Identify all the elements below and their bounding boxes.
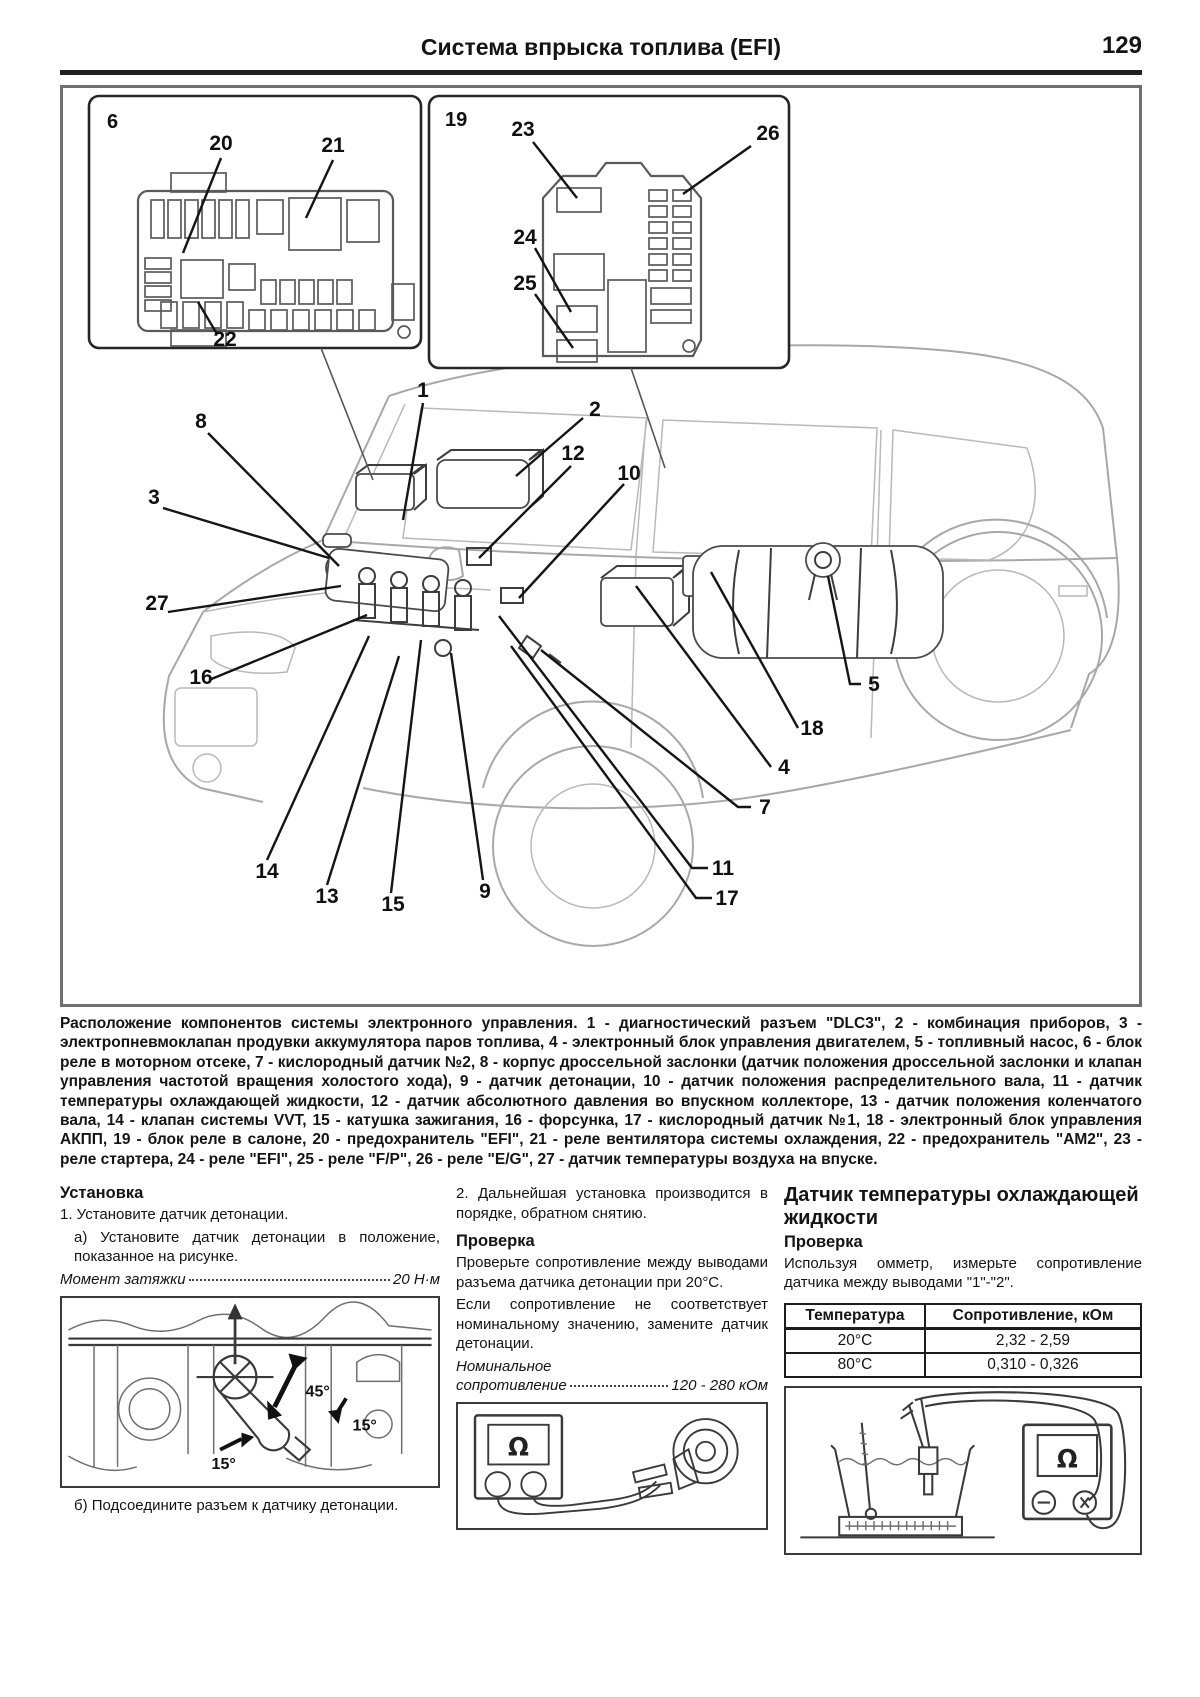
callout-13: 13 [315, 885, 338, 908]
inset-label-6: 6 [107, 111, 118, 133]
component-location-diagram: 1 2 12 10 8 3 27 16 14 13 15 9 11 17 7 4… [60, 85, 1142, 1007]
inset-label-19: 19 [445, 109, 467, 131]
torque-value: 20 Н·м [393, 1270, 440, 1288]
resistance-spec-value: 120 - 280 кОм [671, 1376, 768, 1394]
check-p1: Проверьте сопротивление между выводами р… [456, 1254, 768, 1291]
torque-label: Момент затяжки [60, 1270, 186, 1288]
manual-page: Система впрыска топлива (EFI) 129 [60, 32, 1143, 1556]
col-header-resistance: Сопротивление, кОм [923, 1302, 1143, 1330]
coolant-subheading: Проверка [784, 1232, 863, 1251]
installation-step-b: б) Подсоедините разъем к датчику детонац… [74, 1496, 399, 1514]
engine-components [322, 448, 944, 664]
callout-17: 17 [715, 887, 738, 910]
callout-25: 25 [513, 272, 537, 295]
callout-24: 24 [513, 226, 537, 249]
page-number: 129 [1101, 32, 1142, 59]
water-bath-test-svg: Ω [800, 1390, 1127, 1538]
table-row: 80°С 0,310 - 0,326 [784, 1351, 1143, 1378]
callout-14: 14 [255, 860, 279, 883]
inset-cabin-relay-block: 19 [427, 94, 791, 370]
page-title: Система впрыска топлива (EFI) [420, 34, 782, 60]
callout-7: 7 [759, 796, 771, 819]
coolant-p1: Используя омметр, измерьте сопротивление… [784, 1254, 1142, 1292]
car-diagram-svg: 1 2 12 10 8 3 27 16 14 13 15 9 11 17 7 4… [87, 94, 1120, 947]
ohmmeter-knock-sensor-svg: Ω [473, 1413, 739, 1515]
callout-16: 16 [189, 666, 212, 689]
water-bath-test-figure: Ω [784, 1385, 1142, 1556]
knock-sensor-install-figure: 45° 15° 15° [60, 1295, 440, 1488]
cell-res-80: 0,310 - 0,326 [923, 1351, 1143, 1378]
inset-engine-relay-block: 6 [87, 94, 423, 351]
cell-temp-20: 20°С [784, 1327, 926, 1354]
ohm-symbol: Ω [508, 1432, 529, 1461]
column-coolant-sensor: Датчик температуры охлаждающей жидкости … [784, 1184, 1143, 1556]
table-row: 20°С 2,32 - 2,59 [784, 1327, 1143, 1354]
resistance-spec-label1: Номинальное [456, 1357, 552, 1375]
callout-8: 8 [195, 410, 207, 433]
installation-step1a: а) Установите датчик детонации в положен… [74, 1228, 440, 1266]
angle-15a-label: 15° [353, 1416, 377, 1434]
dotted-leader [569, 1384, 669, 1387]
torque-spec: Момент затяжки 20 Н·м [60, 1271, 440, 1288]
column-installation: Установка 1. Установите датчик детонации… [60, 1184, 440, 1555]
diagram-caption: Расположение компонентов системы электро… [60, 1015, 1142, 1168]
installation-heading: Установка [60, 1184, 144, 1202]
car-outline [162, 344, 1120, 947]
dotted-leader [188, 1278, 391, 1281]
page-header: Система впрыска топлива (EFI) 129 [60, 32, 1142, 75]
callout-20: 20 [209, 132, 232, 155]
callout-18: 18 [800, 717, 824, 740]
inset1-connector-line [320, 347, 374, 481]
callout-21: 21 [321, 134, 345, 157]
callout-3: 3 [148, 486, 160, 509]
col-header-temperature: Температура [784, 1302, 926, 1330]
knock-sensor-install-svg: 45° 15° 15° [68, 1300, 432, 1472]
callout-12: 12 [561, 442, 584, 465]
leader-lines [162, 402, 861, 900]
callout-5: 5 [868, 673, 880, 696]
callout-22: 22 [213, 328, 236, 351]
callout-26: 26 [756, 122, 779, 145]
table-header-row: Температура Сопротивление, кОм [784, 1302, 1143, 1330]
ohm-symbol: Ω [1057, 1443, 1078, 1472]
resistance-spec-label2: сопротивление [456, 1376, 567, 1394]
angle-45-label: 45° [306, 1382, 330, 1400]
check-p2: Если сопротивление не соответствует номи… [456, 1296, 768, 1352]
inset2-connector-line [630, 367, 666, 469]
check-heading: Проверка [456, 1232, 535, 1250]
callout-27: 27 [145, 592, 168, 615]
callout-1: 1 [417, 379, 429, 402]
callout-10: 10 [617, 462, 640, 485]
callout-23: 23 [511, 118, 534, 141]
coolant-heading: Датчик температуры охлаждающей жидкости [784, 1184, 1139, 1229]
angle-15b-label: 15° [212, 1454, 236, 1472]
cell-temp-80: 80°С [784, 1351, 926, 1378]
check-step2: 2. Дальнейшая установка производится в п… [456, 1185, 768, 1222]
column-check: 2. Дальнейшая установка производится в п… [456, 1184, 768, 1555]
ohmmeter-knock-sensor-figure: Ω [456, 1401, 768, 1531]
resistance-spec: сопротивление 120 - 280 кОм [456, 1377, 768, 1394]
coolant-resistance-table: Температура Сопротивление, кОм 20°С 2,32… [784, 1302, 1143, 1378]
callout-4: 4 [778, 756, 790, 779]
callout-11: 11 [712, 857, 735, 880]
installation-step1: 1. Установите датчик детонации. [60, 1206, 289, 1223]
callout-15: 15 [381, 893, 405, 916]
callout-9: 9 [479, 880, 491, 903]
callout-2: 2 [589, 398, 601, 421]
callouts: 1 2 12 10 8 3 27 16 14 13 15 9 11 17 7 4… [145, 379, 880, 916]
text-columns: Установка 1. Установите датчик детонации… [60, 1184, 1143, 1556]
cell-res-20: 2,32 - 2,59 [923, 1327, 1143, 1354]
